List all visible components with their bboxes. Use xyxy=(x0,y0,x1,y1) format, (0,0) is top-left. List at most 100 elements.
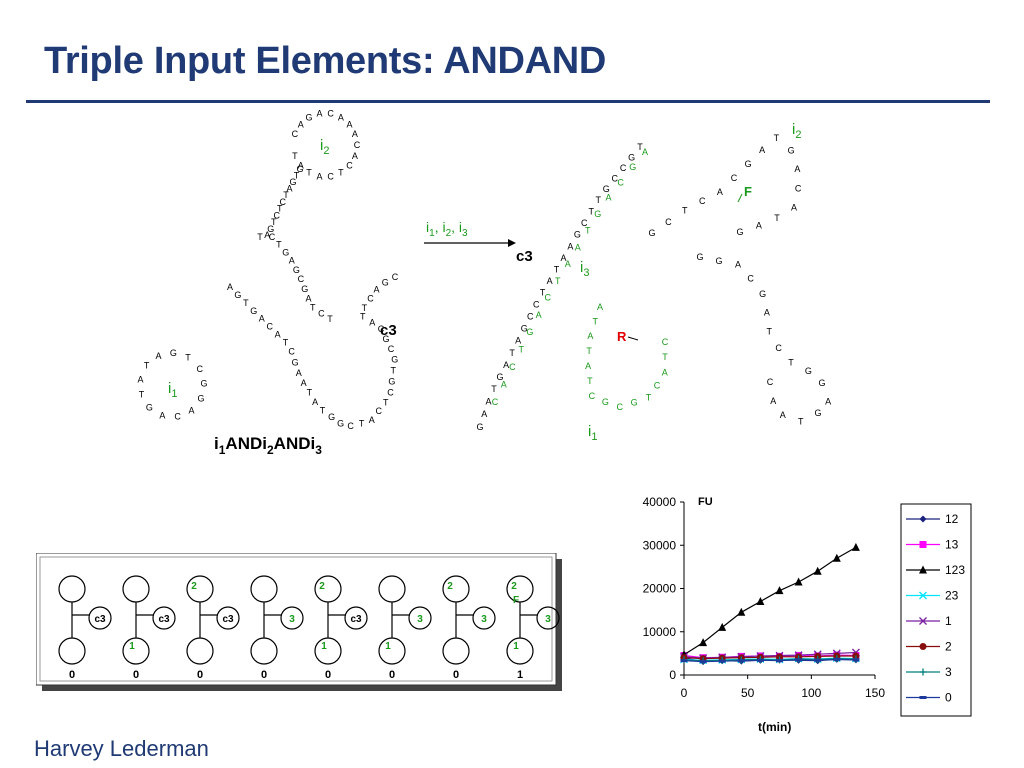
series-line xyxy=(683,657,856,662)
base-letter: G xyxy=(696,252,703,262)
base-letter: G xyxy=(382,278,389,288)
base-letter: A xyxy=(756,221,762,231)
base-letter: T xyxy=(383,397,389,407)
y-tick-label: 40000 xyxy=(643,495,677,509)
base-letter: A xyxy=(565,259,571,269)
data-point xyxy=(852,658,860,662)
gate-output: 0 xyxy=(197,669,203,681)
base-letter: A xyxy=(227,282,233,292)
chart-ylabel: FU xyxy=(698,496,713,508)
gate-6: 310 xyxy=(378,575,432,681)
base-letter: C xyxy=(616,402,623,412)
base-letter: C xyxy=(288,347,295,357)
base-letter: A xyxy=(481,409,487,419)
base-letter: A xyxy=(289,256,295,266)
base-letter: A xyxy=(585,361,591,371)
base-letter: G xyxy=(293,265,300,275)
base-letter: T xyxy=(585,226,591,236)
legend-label: 123 xyxy=(945,563,965,577)
base-letter: A xyxy=(312,397,318,407)
x-tick-label: 150 xyxy=(865,686,885,700)
data-point xyxy=(756,596,765,605)
base-letter: A xyxy=(770,396,776,406)
base-letter: G xyxy=(289,177,296,187)
data-point xyxy=(718,659,726,663)
gate-label: 2 xyxy=(319,581,325,592)
data-point xyxy=(737,659,745,663)
base-letter: A xyxy=(794,164,800,174)
data-point xyxy=(795,658,803,662)
right-c3-label: c3 xyxy=(516,248,533,265)
base-letter: A xyxy=(825,396,831,406)
legend-label: 12 xyxy=(945,512,959,526)
base-letter: G xyxy=(759,289,766,299)
y-tick-label: 0 xyxy=(669,668,676,682)
base-letter: G xyxy=(305,112,312,122)
base-letter: A xyxy=(352,151,358,161)
left-i1-label: i1 xyxy=(168,380,177,400)
x-tick-label: 50 xyxy=(741,686,755,700)
data-point xyxy=(756,658,764,662)
base-letter: C xyxy=(174,412,181,422)
base-letter: C xyxy=(298,274,305,284)
base-letter: C xyxy=(327,172,334,182)
base-letter: G xyxy=(200,379,207,389)
base-letter: T xyxy=(243,298,249,308)
base-letter: A xyxy=(259,314,265,324)
base-letter: A xyxy=(296,368,302,378)
base-letter: T xyxy=(491,384,497,394)
base-letter: C xyxy=(266,322,273,332)
base-letter: A xyxy=(305,293,311,303)
gate-label: 2 xyxy=(191,581,197,592)
base-letter: A xyxy=(759,145,765,155)
base-letter: A xyxy=(369,415,375,425)
base-letter: G xyxy=(788,145,795,155)
y-tick-label: 30000 xyxy=(643,538,677,552)
slide-title: Triple Input Elements: ANDAND xyxy=(44,40,607,82)
data-point xyxy=(718,622,727,631)
base-letter: T xyxy=(391,366,397,376)
base-letter: T xyxy=(359,419,365,429)
legend-item-1: 1 xyxy=(906,614,952,628)
base-letter: G xyxy=(234,290,241,300)
x-tick-label: 0 xyxy=(681,686,688,700)
base-letter: T xyxy=(788,358,794,368)
gate-side-loop xyxy=(472,606,496,630)
base-letter: C xyxy=(347,421,354,431)
gate-output: 1 xyxy=(517,669,523,681)
base-letter: C xyxy=(388,344,395,354)
base-letter: G xyxy=(496,372,503,382)
base-letter: T xyxy=(283,338,289,348)
base-letter: C xyxy=(378,324,385,334)
base-letter: G xyxy=(292,357,299,367)
base-letter: A xyxy=(369,317,375,327)
base-letter: A xyxy=(735,260,741,270)
base-letter: T xyxy=(774,213,780,223)
base-letter: A xyxy=(791,203,797,213)
gate-label: F xyxy=(513,595,519,606)
base-letter: G xyxy=(745,159,752,169)
quencher-linker xyxy=(627,336,639,341)
base-letter: T xyxy=(310,303,316,313)
base-letter: C xyxy=(589,391,596,401)
base-letter: G xyxy=(594,209,601,219)
base-letter: A xyxy=(264,230,270,240)
base-letter: A xyxy=(188,405,194,415)
y-tick-label: 20000 xyxy=(643,582,677,596)
chart-legend-box xyxy=(900,503,972,717)
base-letter: A xyxy=(605,193,611,203)
base-letter: C xyxy=(292,129,299,139)
arrow-input-label: i1, i2, i3 xyxy=(426,219,468,239)
data-point xyxy=(813,566,822,575)
base-letter: G xyxy=(382,334,389,344)
base-letter: T xyxy=(798,417,804,427)
base-letter: G xyxy=(805,366,812,376)
legend-item-3: 3 xyxy=(906,665,952,679)
gate-label: 3 xyxy=(289,614,295,625)
base-letter: G xyxy=(267,224,274,234)
